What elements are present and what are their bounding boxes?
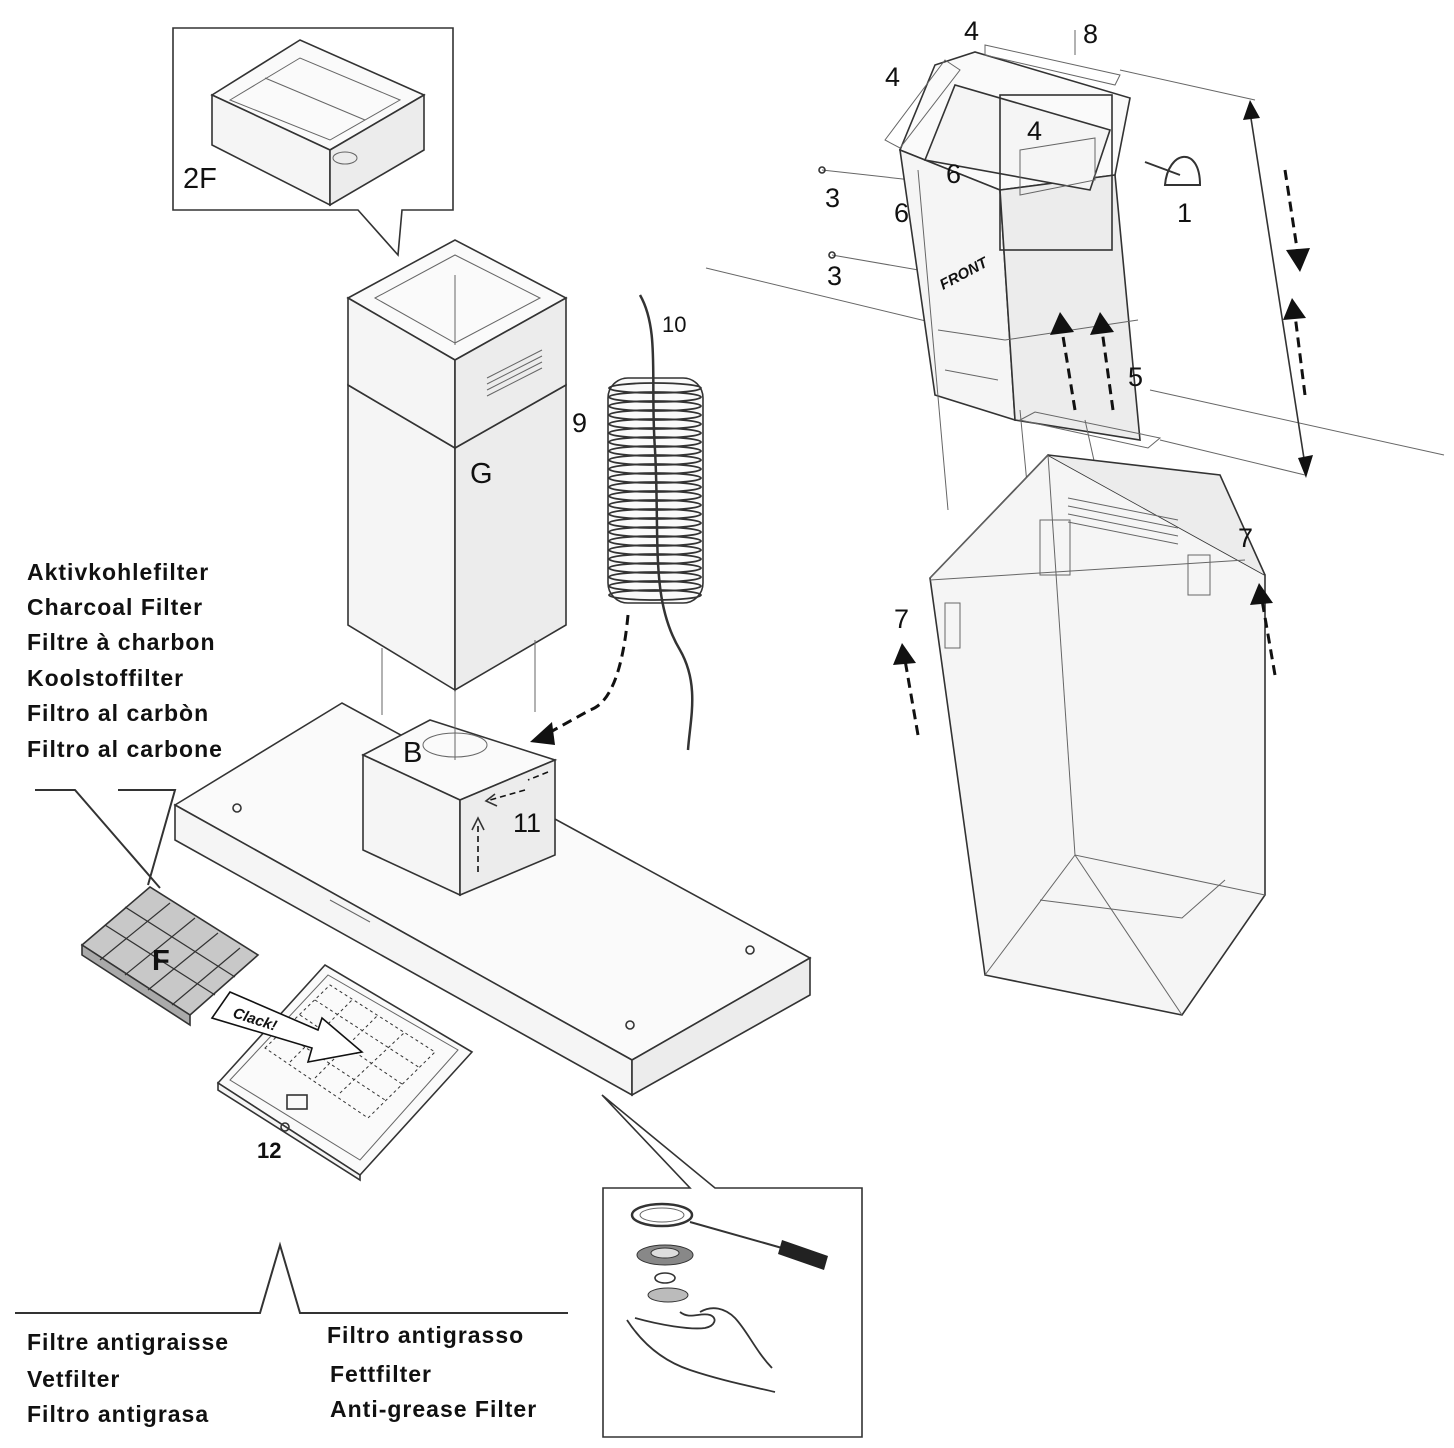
label-2f: 2F [183, 163, 217, 195]
upper-chimney-vents [1067, 497, 1179, 545]
motor-box-b [361, 719, 558, 897]
upper-chimney-7 [929, 454, 1266, 1016]
duct-coil-ring [608, 391, 702, 403]
label-f: F [152, 945, 170, 977]
label-3a: 3 [825, 183, 840, 213]
duct-coil-ring [608, 562, 702, 574]
grease-filter-name-es: Filtro antigrasa [27, 1401, 209, 1427]
duct-coil-ring [608, 553, 702, 565]
label-3b: 3 [827, 261, 842, 291]
grease-filter-name-en: Anti-grease Filter [330, 1396, 537, 1422]
label-1: 1 [1177, 198, 1192, 228]
duct-coil-ring [608, 490, 702, 502]
ceiling-guide-line [705, 267, 931, 323]
hand-icon [626, 1307, 776, 1393]
duct-coil-ring [608, 517, 702, 529]
mounting-frame: FRONT [884, 44, 1162, 516]
height-dimension-arrow [1119, 69, 1313, 478]
grease-filter-bracket [15, 1241, 568, 1314]
label-4c: 4 [1027, 116, 1042, 146]
label-6b: 6 [894, 198, 909, 228]
lamp-replacement-inset [601, 1094, 863, 1438]
label-5: 5 [1128, 362, 1143, 392]
grease-filter-name-it: Filtro antigrasso [327, 1322, 524, 1348]
label-4b: 4 [885, 62, 900, 92]
duct-coil-ring [608, 508, 702, 520]
charcoal-filter-name-en: Charcoal Filter [27, 594, 203, 620]
grease-filter-name-fr: Filtre antigraisse [27, 1329, 229, 1355]
duct-coil-ring [608, 589, 702, 601]
label-9: 9 [572, 408, 587, 438]
grease-filter-name-de: Fettfilter [330, 1361, 432, 1387]
duct-coil-ring [608, 526, 702, 538]
chimney-vent-slots [486, 349, 543, 397]
duct-coil-ring [608, 571, 702, 583]
duct-coil-ring [608, 382, 702, 394]
label-7a: 7 [1238, 523, 1253, 553]
duct-coil-ring [608, 580, 702, 592]
charcoal-filter-f [80, 886, 260, 1027]
grease-filter-labels-right: Filtro antigrasso Fettfilter Anti-grease… [327, 1322, 537, 1422]
assembly-arrows [893, 169, 1310, 736]
duct-coil-ring [608, 400, 702, 412]
duct-coil-ring [608, 409, 702, 421]
charcoal-filter-name-es: Filtro al carbòn [27, 700, 209, 726]
clack-arrow: Clack! [210, 991, 364, 1064]
duct-coil-ring [608, 499, 702, 511]
label-g: G [470, 458, 493, 490]
label-10: 10 [662, 312, 686, 337]
label-b: B [403, 737, 422, 769]
charcoal-filter-name-it: Filtro al carbone [27, 736, 223, 762]
charcoal-filter-name-de: Aktivkohlefilter [27, 559, 209, 585]
chimney-g [346, 239, 568, 760]
label-7b: 7 [894, 604, 909, 634]
lamp-parts [636, 1244, 694, 1303]
hook-part-1 [1144, 155, 1202, 186]
grease-filter-name-nl: Vetfilter [27, 1366, 120, 1392]
label-4a: 4 [964, 16, 979, 46]
duct-arrow-head [530, 722, 555, 745]
duct-coil-ring [608, 544, 702, 556]
label-12: 12 [257, 1138, 281, 1163]
lamp-cover-ring [630, 1202, 694, 1228]
charcoal-filter-labels: Aktivkohlefilter Charcoal Filter Filtre … [27, 559, 223, 762]
duct-coil-ring [608, 535, 702, 547]
label-11: 11 [513, 808, 541, 838]
filter-box-2f [210, 39, 426, 207]
label-8: 8 [1083, 19, 1098, 49]
screwdriver-icon [689, 1221, 828, 1270]
grease-filter-labels-left: Filtre antigraisse Vetfilter Filtro anti… [27, 1329, 229, 1427]
charcoal-filter-name-fr: Filtre à charbon [27, 629, 216, 655]
inset-2f-callout: 2F [172, 27, 454, 257]
charcoal-filter-name-nl: Koolstoffilter [27, 665, 184, 691]
ceiling-guide-line-right [1149, 389, 1445, 456]
label-6a: 6 [946, 159, 961, 189]
flexible-duct-10 [607, 294, 704, 751]
